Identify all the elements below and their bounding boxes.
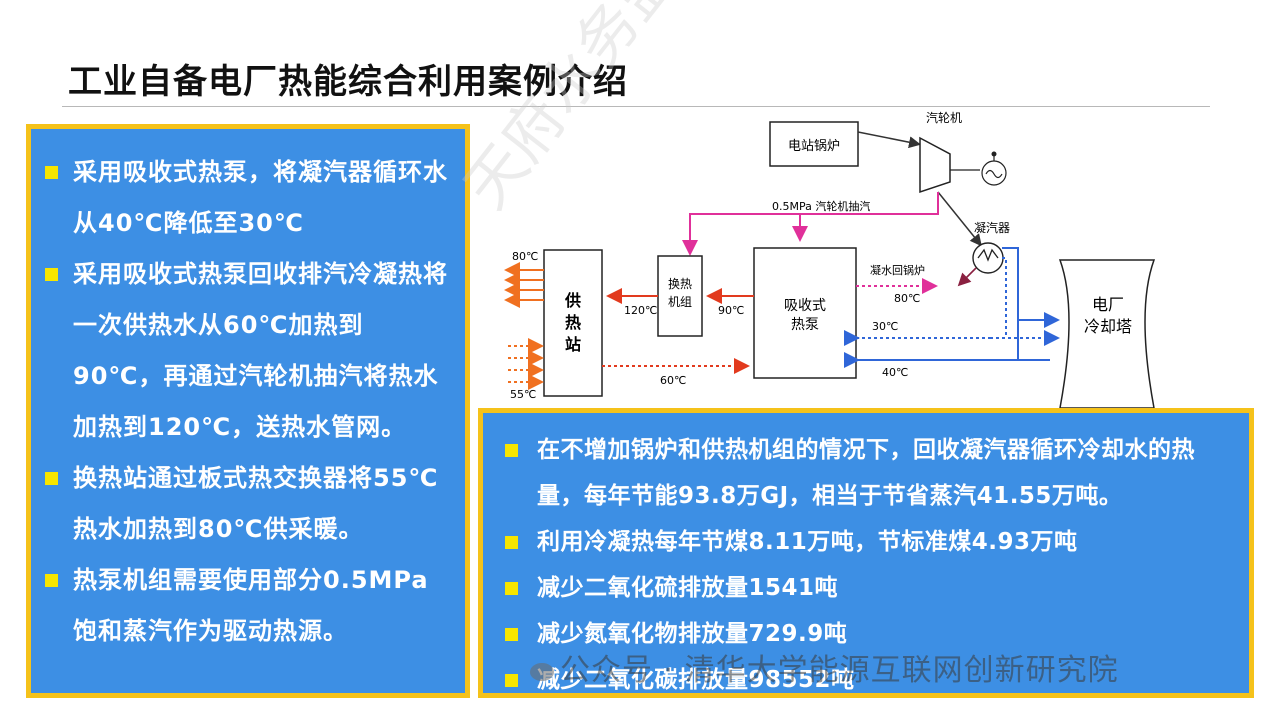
bullet-text: 减少二氧化碳排放量98552吨 [537, 667, 855, 693]
heat-station-box [543, 249, 603, 397]
condensate-return-label: 凝水回锅炉 [870, 263, 925, 277]
bullet-text: 在不增加锅炉和供热机组的情况下，回收凝汽器循环冷却水的热量，每年节能93.8万G… [537, 437, 1195, 509]
list-item: 利用冷凝热每年节煤8.11万吨，节标准煤4.93万吨 [505, 519, 1235, 565]
watermark-text: 公众号 · 清华大学能源互联网创新研究院 [560, 653, 1119, 688]
cooling-tower-label-1: 电厂 [1092, 295, 1124, 314]
bullet-text: 减少二氧化硫排放量1541吨 [537, 575, 839, 601]
heat-pump-label-1: 吸收式 [784, 298, 826, 314]
extraction-label: 0.5MPa 汽轮机抽汽 [772, 199, 870, 213]
bullet-square-icon [505, 444, 518, 457]
list-item: 减少二氧化碳排放量98552吨 [505, 657, 1235, 703]
bullet-text: 热泵机组需要使用部分0.5MPa饱和蒸汽作为驱动热源。 [73, 566, 429, 645]
bullet-square-icon [505, 582, 518, 595]
boiler-box [769, 121, 859, 167]
temp-120: 120℃ [624, 304, 657, 317]
bullet-square-icon [45, 472, 58, 485]
wechat-icon [530, 662, 554, 681]
bullet-square-icon [45, 166, 58, 179]
bullet-text: 采用吸收式热泵回收排汽冷凝热将一次供热水从60℃加热到90℃，再通过汽轮机抽汽将… [73, 260, 448, 441]
left-bullet-list: 采用吸收式热泵，将凝汽器循环水从40℃降低至30℃ 采用吸收式热泵回收排汽冷凝热… [45, 147, 451, 657]
source-watermark: 公众号 · 清华大学能源互联网创新研究院 [530, 645, 1119, 689]
station-label-2: 热 [565, 313, 581, 332]
boiler-label: 电站锅炉 [788, 138, 840, 154]
list-item: 采用吸收式热泵回收排汽冷凝热将一次供热水从60℃加热到90℃，再通过汽轮机抽汽将… [45, 249, 451, 453]
bullet-text: 采用吸收式热泵，将凝汽器循环水从40℃降低至30℃ [73, 158, 448, 237]
temp-60: 60℃ [660, 374, 686, 387]
title-divider [62, 106, 1210, 107]
temp-55: 55℃ [510, 388, 536, 401]
heat-exchanger-box [657, 255, 703, 337]
exchanger-label-1: 换热 [668, 277, 692, 291]
temp-90: 90℃ [718, 304, 744, 317]
exchanger-label-2: 机组 [668, 295, 692, 309]
left-bullet-panel: 采用吸收式热泵，将凝汽器循环水从40℃降低至30℃ 采用吸收式热泵回收排汽冷凝热… [26, 124, 470, 698]
list-item: 减少氮氧化物排放量729.9吨 [505, 611, 1235, 657]
temp-40: 40℃ [882, 366, 908, 379]
process-diagram: 电站锅炉 汽轮机 凝汽器 0.5MPa 汽轮机抽汽 供 热 站 换热 机组 吸收… [504, 110, 1156, 409]
bullet-square-icon [45, 268, 58, 281]
turbine-label: 汽轮机 [926, 110, 962, 125]
heat-pump-label-2: 热泵 [791, 317, 819, 333]
station-label-1: 供 [564, 291, 581, 310]
temp-80-supply: 80℃ [512, 250, 538, 263]
heat-pump-box [753, 247, 857, 379]
condenser-icon [972, 242, 1004, 274]
list-item: 采用吸收式热泵，将凝汽器循环水从40℃降低至30℃ [45, 147, 451, 249]
bullet-text: 减少氮氧化物排放量729.9吨 [537, 621, 848, 647]
list-item: 换热站通过板式热交换器将55℃热水加热到80℃供采暖。 [45, 453, 451, 555]
right-bullet-panel: 在不增加锅炉和供热机组的情况下，回收凝汽器循环冷却水的热量，每年节能93.8万G… [478, 408, 1254, 698]
bullet-square-icon [45, 574, 58, 587]
page-title: 工业自备电厂热能综合利用案例介绍 [68, 62, 628, 102]
temp-30: 30℃ [872, 320, 898, 333]
turbine-shape [919, 136, 951, 194]
list-item: 在不增加锅炉和供热机组的情况下，回收凝汽器循环冷却水的热量，每年节能93.8万G… [505, 427, 1235, 519]
condenser-label: 凝汽器 [974, 220, 1010, 235]
list-item: 减少二氧化硫排放量1541吨 [505, 565, 1235, 611]
bullet-square-icon [505, 674, 518, 687]
bullet-text: 利用冷凝热每年节煤8.11万吨，节标准煤4.93万吨 [537, 529, 1078, 555]
station-label-3: 站 [565, 335, 581, 354]
list-item: 热泵机组需要使用部分0.5MPa饱和蒸汽作为驱动热源。 [45, 555, 451, 657]
cooling-tower-label-2: 冷却塔 [1084, 317, 1132, 336]
bullet-square-icon [505, 628, 518, 641]
bullet-text: 换热站通过板式热交换器将55℃热水加热到80℃供采暖。 [73, 464, 439, 543]
right-bullet-list: 在不增加锅炉和供热机组的情况下，回收凝汽器循环冷却水的热量，每年节能93.8万G… [505, 427, 1235, 703]
temp-80-return: 80℃ [894, 292, 920, 305]
bullet-square-icon [505, 536, 518, 549]
